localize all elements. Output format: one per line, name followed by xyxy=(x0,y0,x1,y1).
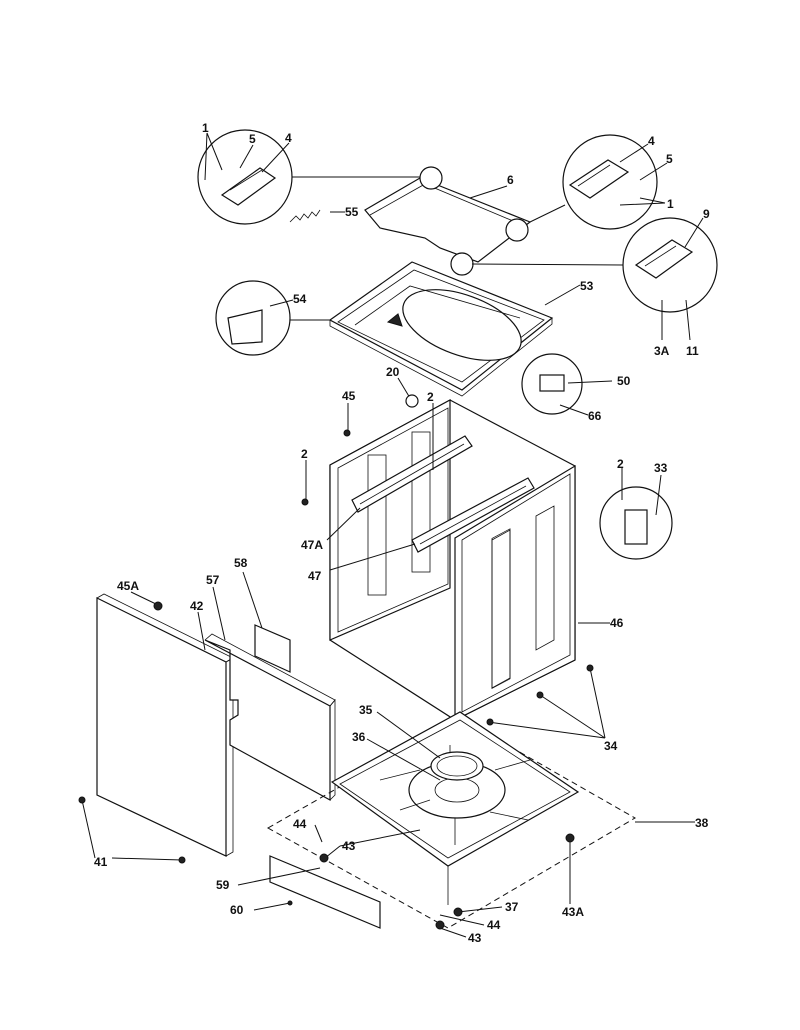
callout-label: 42 xyxy=(190,599,204,613)
spring xyxy=(289,209,321,223)
lid-switch-inset xyxy=(622,217,718,313)
callout-label: 35 xyxy=(359,703,373,717)
callout-label: 2 xyxy=(427,390,434,404)
insulation-panel xyxy=(204,633,336,802)
fasteners xyxy=(78,394,594,930)
callout-label: 1 xyxy=(202,121,209,135)
callout-label: 45A xyxy=(117,579,139,593)
callout-label: 59 xyxy=(216,878,230,892)
callout-label: 50 xyxy=(617,374,631,388)
callout-label: 4 xyxy=(648,134,655,148)
switch-inset xyxy=(521,353,583,415)
callout-labels: 1 5 4 6 4 5 1 55 9 53 54 3A 11 20 50 45 … xyxy=(94,121,710,945)
callout-label: 5 xyxy=(666,152,673,166)
callout-label: 44 xyxy=(487,918,501,932)
leader-lines xyxy=(81,132,704,938)
callout-label: 3A xyxy=(654,344,670,358)
top-lid xyxy=(364,166,532,276)
callout-label: 54 xyxy=(293,292,307,306)
callout-label: 43 xyxy=(468,931,482,945)
hinge-inset-left xyxy=(197,129,293,225)
callout-label: 2 xyxy=(301,447,308,461)
callout-label: 55 xyxy=(345,205,359,219)
callout-label: 9 xyxy=(703,207,710,221)
callout-label: 5 xyxy=(249,132,256,146)
callout-label: 46 xyxy=(610,616,624,630)
callout-label: 11 xyxy=(686,344,699,358)
callout-label: 2 xyxy=(617,457,624,471)
kick-plate xyxy=(269,855,381,929)
callout-label: 43A xyxy=(562,905,584,919)
callout-label: 47A xyxy=(301,538,323,552)
front-panel xyxy=(96,593,234,857)
callout-label: 47 xyxy=(308,569,322,583)
callout-label: 41 xyxy=(94,855,108,869)
callout-label: 4 xyxy=(285,131,292,145)
callout-label: 60 xyxy=(230,903,244,917)
callout-label: 36 xyxy=(352,730,366,744)
side-panel xyxy=(454,464,576,721)
hinge-block-inset xyxy=(599,486,673,560)
callout-label: 45 xyxy=(342,389,356,403)
callout-label: 34 xyxy=(604,739,618,753)
callout-label: 66 xyxy=(588,409,602,423)
callout-label: 57 xyxy=(206,573,220,587)
callout-label: 1 xyxy=(667,197,674,211)
callout-label: 37 xyxy=(505,900,519,914)
callout-label: 44 xyxy=(293,817,307,831)
callout-label: 58 xyxy=(234,556,248,570)
callout-label: 53 xyxy=(580,279,594,293)
base-assembly xyxy=(266,711,636,929)
callout-label: 6 xyxy=(507,173,514,187)
callout-label: 43 xyxy=(342,839,356,853)
dispenser-inset xyxy=(215,280,291,356)
callout-label: 33 xyxy=(654,461,668,475)
callout-label: 20 xyxy=(386,365,400,379)
label-card xyxy=(254,624,291,673)
callout-label: 38 xyxy=(695,816,709,830)
hinge-inset-right xyxy=(562,134,658,230)
top-frame xyxy=(328,261,554,397)
